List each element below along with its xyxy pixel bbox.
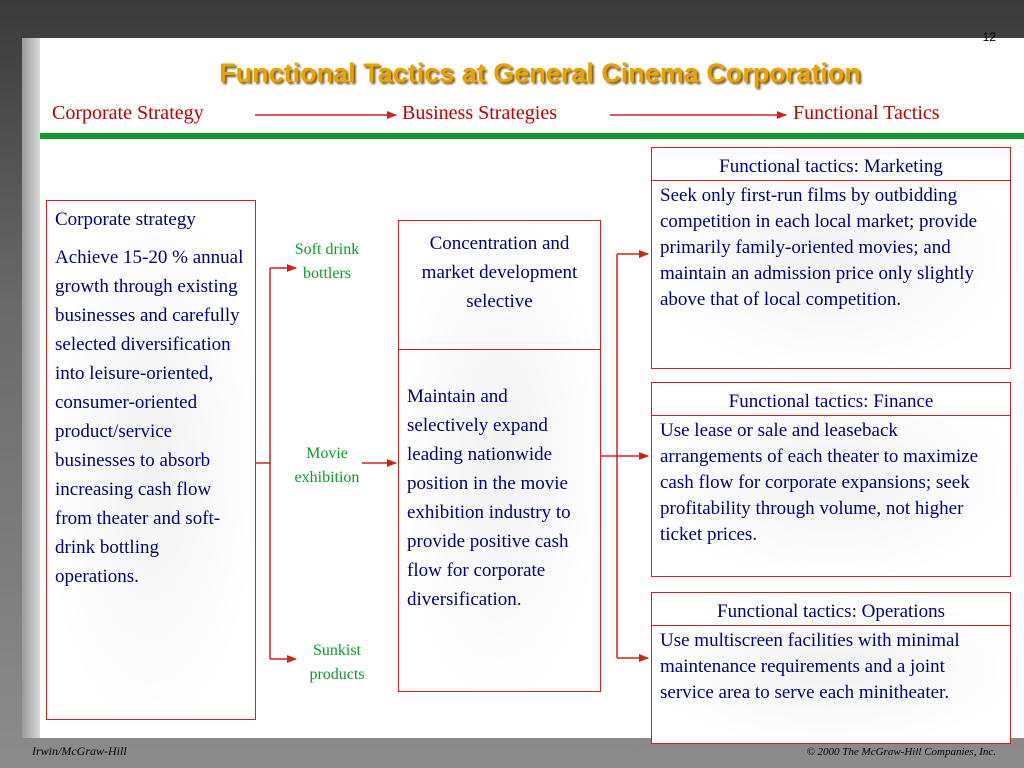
slide-title: Functional Tactics at General Cinema Cor… bbox=[219, 58, 861, 88]
flow-corporate-strategy: Corporate Strategy bbox=[52, 102, 204, 124]
tactics-operations-body: Use multiscreen facilities with minimal … bbox=[660, 630, 960, 703]
tactics-finance-header: Functional tactics: Finance bbox=[652, 383, 1010, 416]
tactics-finance-body: Use lease or sale and leaseback arrangem… bbox=[660, 420, 979, 545]
tactics-marketing-box: Functional tactics: Marketing Seek only … bbox=[651, 147, 1011, 369]
footer-copyright: © 2000 The McGraw-Hill Companies, Inc. bbox=[806, 746, 996, 758]
business-strategy-body: Maintain and selectively expand leading … bbox=[407, 386, 571, 610]
tactics-operations-box: Functional tactics: Operations Use multi… bbox=[651, 592, 1011, 744]
corporate-strategy-header: Corporate strategy bbox=[55, 209, 196, 230]
business-strategy-header: Concentration and market development sel… bbox=[399, 221, 600, 350]
tactics-marketing-header: Functional tactics: Marketing bbox=[652, 148, 1010, 181]
corporate-strategy-box: Corporate strategy Achieve 15-20 % annua… bbox=[46, 200, 256, 720]
page-number: 12 bbox=[982, 30, 996, 44]
business-sunkist-products: Sunkist products bbox=[309, 642, 365, 683]
business-soft-drink-bottlers: Soft drink bottlers bbox=[294, 241, 360, 282]
business-strategy-box: Concentration and market development sel… bbox=[398, 220, 601, 692]
page-shadow bbox=[22, 38, 40, 738]
footer-publisher: Irwin/McGraw-Hill bbox=[32, 744, 127, 758]
flow-functional-tactics: Functional Tactics bbox=[793, 102, 940, 124]
title-divider bbox=[40, 133, 1024, 139]
tactics-marketing-body: Seek only first-run films by outbidding … bbox=[660, 185, 978, 310]
tactics-operations-header: Functional tactics: Operations bbox=[652, 593, 1010, 626]
tactics-finance-box: Functional tactics: Finance Use lease or… bbox=[651, 382, 1011, 577]
flow-business-strategies: Business Strategies bbox=[402, 102, 557, 124]
business-movie-exhibition: Movie exhibition bbox=[294, 445, 360, 486]
corporate-strategy-body: Achieve 15-20 % annual growth through ex… bbox=[55, 247, 244, 587]
